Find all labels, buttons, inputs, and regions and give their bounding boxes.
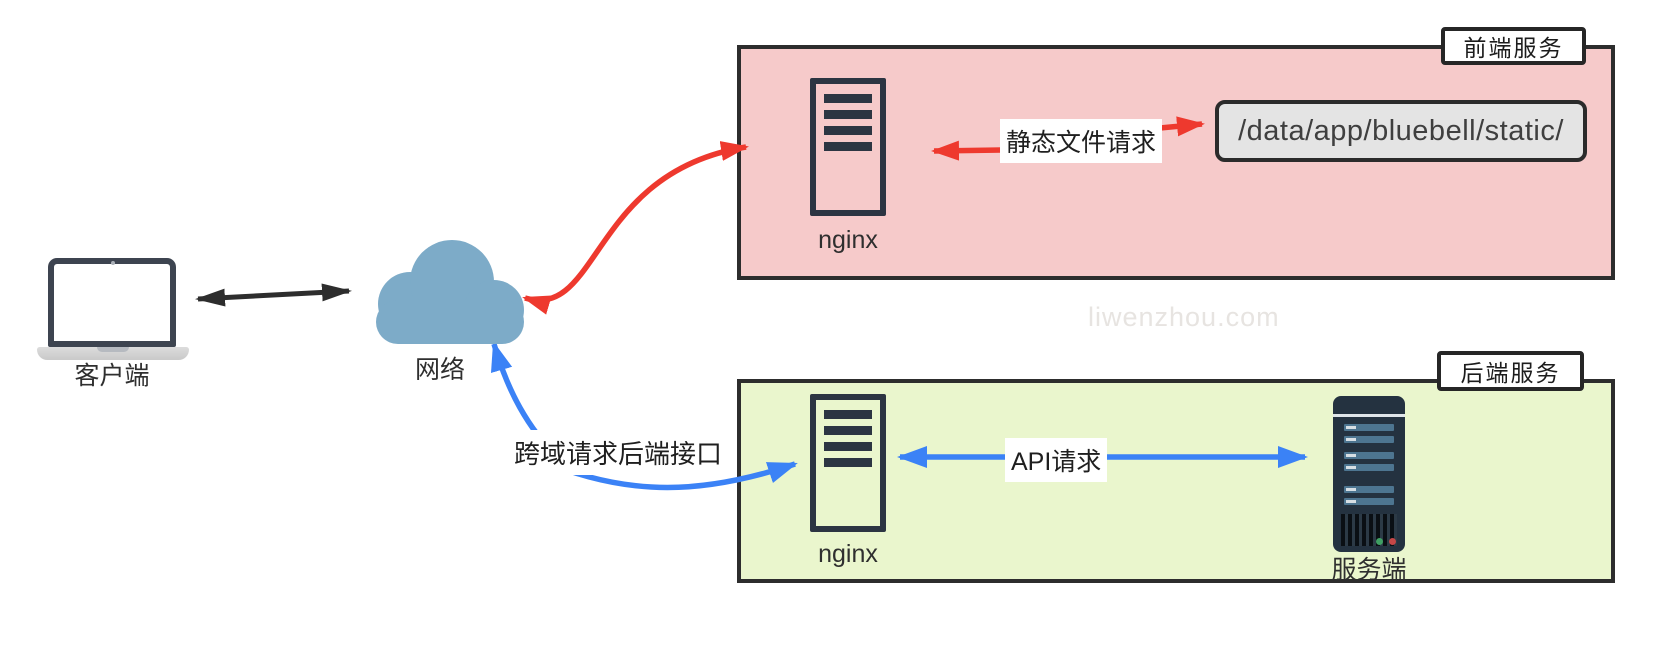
tower-seam <box>1333 414 1405 417</box>
tower-grille <box>1341 514 1397 546</box>
static-request-right-red-arrow <box>1159 116 1205 137</box>
watermark-text: liwenzhou.com <box>1088 302 1280 332</box>
static-request-left-red-arrow <box>931 140 1003 161</box>
tower-slot <box>1344 486 1394 493</box>
api-request-label: API请求 <box>1005 438 1108 482</box>
cross-origin-request-label: 跨域请求后端接口 <box>508 430 729 475</box>
backend-nginx-label: nginx <box>818 540 878 568</box>
network-cloud-icon <box>376 240 524 344</box>
network-label: 网络 <box>414 356 465 384</box>
backend-service-tab: 后端服务 <box>1437 351 1584 391</box>
server-bar <box>824 126 872 135</box>
frontend-service-tab: 前端服务 <box>1441 27 1586 65</box>
tower-led-red <box>1389 538 1396 545</box>
server-bar <box>824 142 872 151</box>
server-bar <box>824 426 872 435</box>
laptop-base <box>37 347 189 360</box>
static-request-label: 静态文件请求 <box>1000 119 1163 163</box>
backend-nginx-server-icon <box>810 394 886 532</box>
laptop-base-notch <box>97 347 129 352</box>
static-path-text: /data/app/bluebell/static/ <box>1238 114 1564 147</box>
frontend-nginx-server-icon <box>810 78 886 216</box>
client-network-arrow <box>195 283 352 307</box>
laptop-screen <box>48 258 176 347</box>
server-bar <box>824 94 872 103</box>
tower-slot <box>1344 498 1394 505</box>
tower-slot <box>1344 464 1394 471</box>
network-frontend-red-arrow <box>522 141 749 315</box>
client-label: 客户端 <box>74 362 150 390</box>
laptop-camera-dot <box>111 261 115 265</box>
static-path-box: /data/app/bluebell/static/ <box>1215 100 1587 162</box>
tower-slot <box>1344 424 1394 431</box>
server-bar <box>824 110 872 119</box>
tower-slot <box>1344 452 1394 459</box>
backend-server-label: 服务端 <box>1331 556 1407 584</box>
server-bar <box>824 410 872 419</box>
server-bar <box>824 458 872 467</box>
server-bar <box>824 442 872 451</box>
backend-server-tower-icon <box>1333 396 1405 552</box>
tower-led-green <box>1376 538 1383 545</box>
tower-slot <box>1344 436 1394 443</box>
frontend-nginx-label: nginx <box>818 226 878 254</box>
client-laptop-icon <box>37 258 189 362</box>
